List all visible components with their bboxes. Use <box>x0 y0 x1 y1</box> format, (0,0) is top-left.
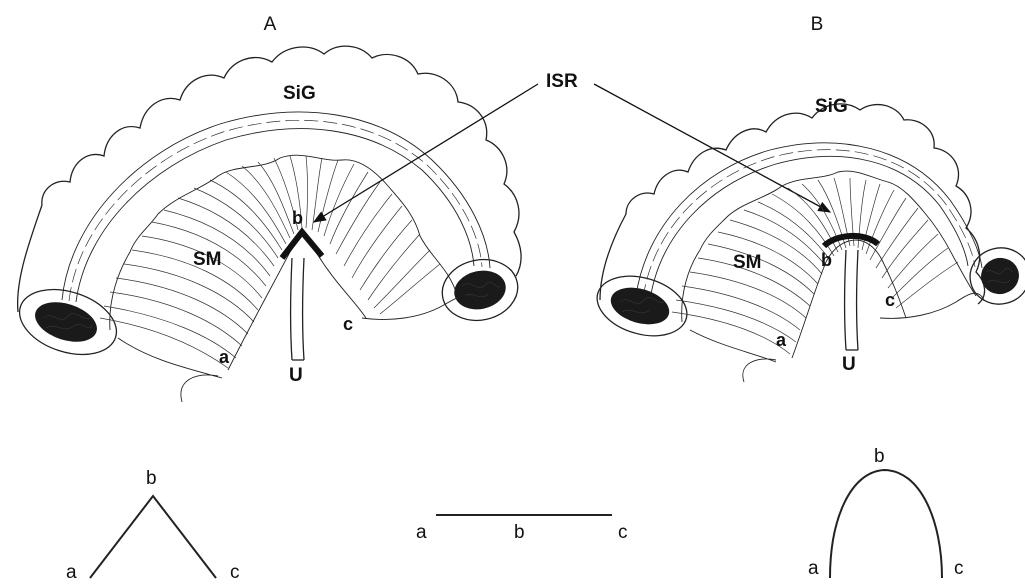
schematic-inverted-v: b a c <box>66 468 240 583</box>
panel-b: B <box>590 14 1025 382</box>
panel-b-title: B <box>811 14 824 35</box>
schematic-3-shape <box>830 470 942 578</box>
schematic-straight: a b c <box>416 515 628 543</box>
schematic-3-label-a: a <box>808 558 819 579</box>
panel-b-left-lumen <box>606 281 673 330</box>
schematic-1-label-a: a <box>66 562 77 583</box>
panel-a-label-a: a <box>219 347 230 367</box>
isr-pointer-a <box>314 84 538 222</box>
panel-b-sigmoid-wall-inner <box>650 156 968 300</box>
panel-a-right-lumen <box>451 266 510 314</box>
schematic-1-label-c: c <box>230 562 240 583</box>
panel-a-mesentery-inner-border <box>228 234 366 370</box>
panel-a-intersigmoid-recess <box>282 232 322 258</box>
panel-a-sigmoid-taenia <box>69 120 482 301</box>
panel-b-label-b: b <box>821 250 832 270</box>
panel-a-label-mesentery: SM <box>193 249 222 270</box>
panel-a-label-sigmoid: SiG <box>283 83 316 104</box>
panel-a-mesentery-root <box>110 155 456 330</box>
panel-b-sigmoid-taenia <box>643 150 975 298</box>
schematic-1-label-b: b <box>146 468 157 489</box>
panel-a-label-b: b <box>292 208 303 228</box>
panel-b-label-mesentery: SM <box>733 252 762 273</box>
panel-a-label-ureter: U <box>289 365 303 386</box>
isr-label: ISR <box>546 71 578 92</box>
panel-a-left-lumen <box>30 295 102 349</box>
schematic-3-label-c: c <box>954 558 964 579</box>
panel-b-mesentery-root <box>682 171 976 322</box>
panel-a-sigmoid-wall-outer <box>62 112 490 300</box>
panel-b-mesentery-lower-edge <box>690 330 776 382</box>
panel-b-label-c: c <box>885 290 895 310</box>
isr-callout: ISR <box>314 71 830 222</box>
panel-b-ureter <box>845 250 859 350</box>
panel-b-label-ureter: U <box>842 354 856 375</box>
panel-a: A <box>11 14 523 402</box>
schematic-arch: b a c <box>808 446 964 579</box>
schematic-2-label-a: a <box>416 522 427 543</box>
schematic-3-label-b: b <box>874 446 885 467</box>
schematic-2-label-c: c <box>618 522 628 543</box>
panel-a-mesentery-lower-edge <box>118 338 222 402</box>
panel-a-label-c: c <box>343 314 353 334</box>
schematic-1-shape <box>90 496 216 578</box>
panel-b-mesentery-right-edge <box>880 293 984 318</box>
panel-b-label-sigmoid: SiG <box>815 96 848 117</box>
panel-a-title: A <box>264 14 277 35</box>
panel-b-sigmoid-outer-edge <box>600 104 985 304</box>
panel-b-label-a: a <box>776 330 787 350</box>
schematic-2-label-b: b <box>514 522 525 543</box>
panel-a-ureter <box>291 258 305 360</box>
